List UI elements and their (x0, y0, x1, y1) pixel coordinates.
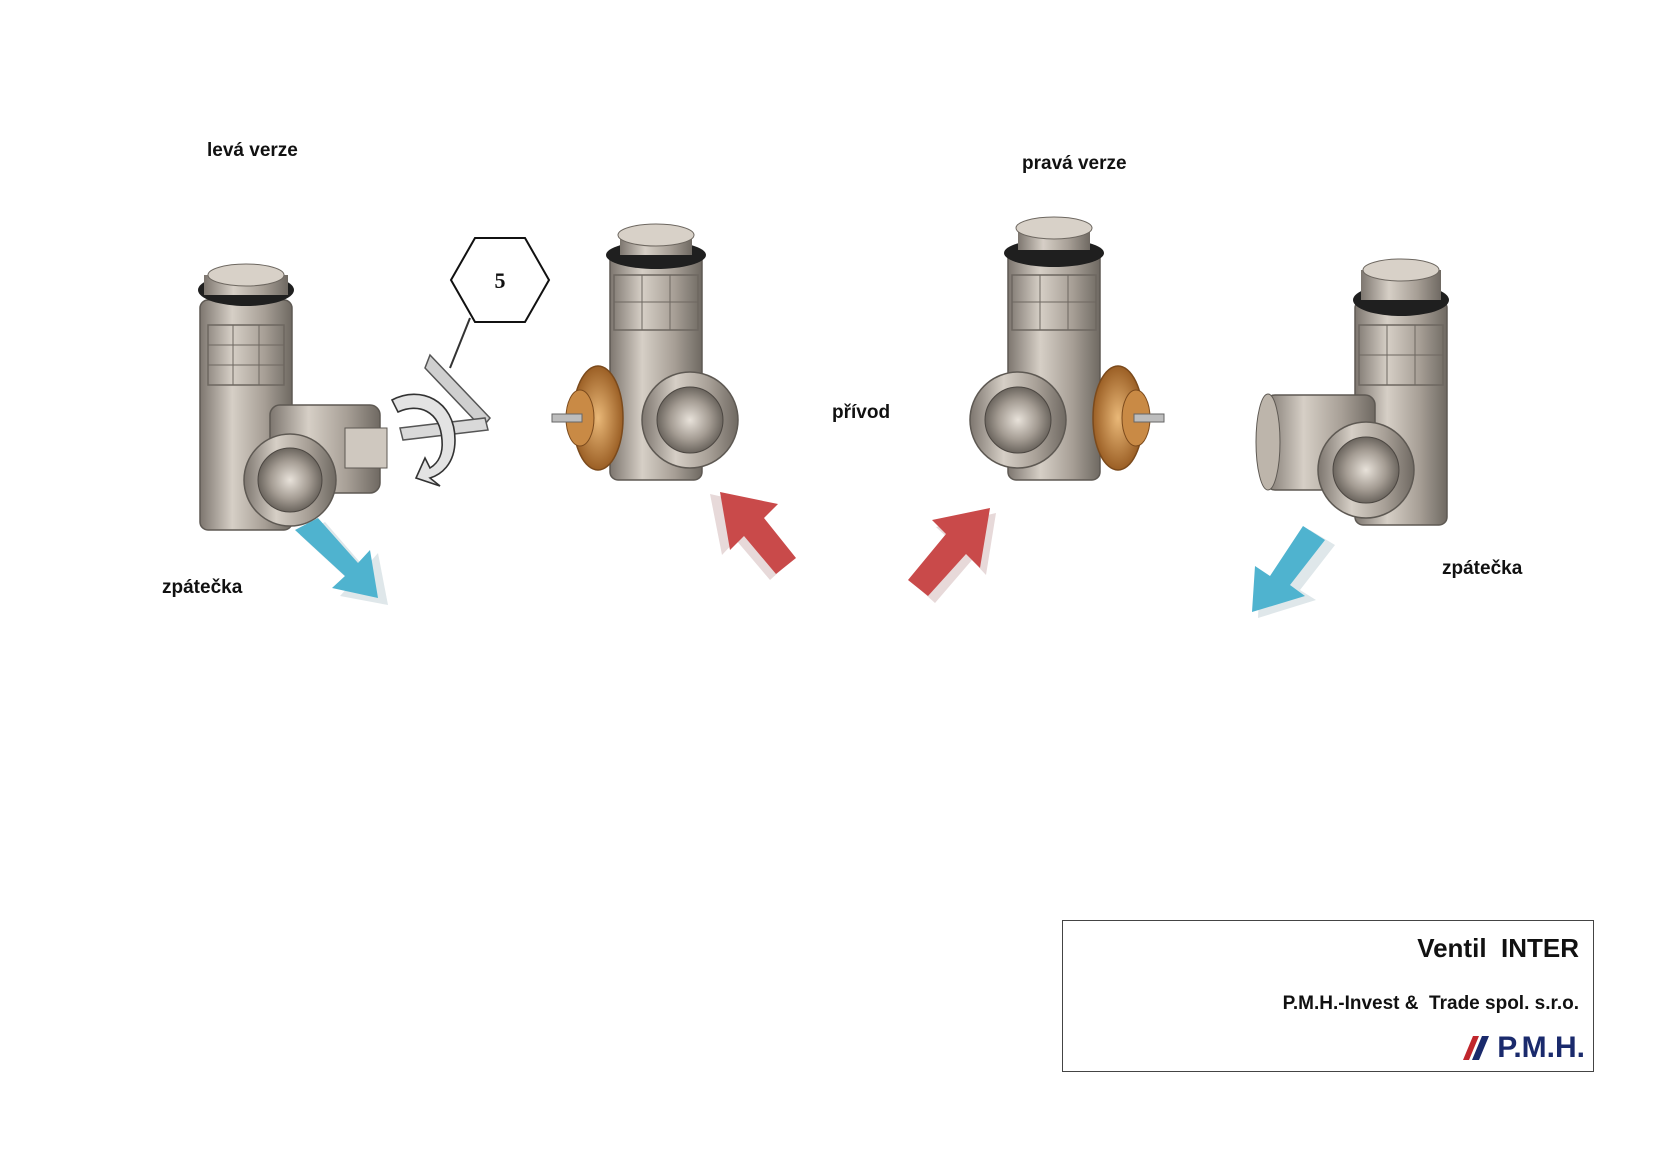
valve-right-return (1255, 258, 1449, 526)
valve-left-supply (551, 223, 739, 481)
return-label-right: zpátečka (1442, 558, 1523, 579)
company-logo: P.M.H. (1459, 1031, 1585, 1065)
supply-arrow-left (710, 492, 796, 580)
supply-label: přívod (832, 402, 891, 423)
title-block: Ventil INTER P.M.H.-Invest & Trade spol.… (1062, 920, 1594, 1072)
supply-arrow-right (908, 508, 996, 603)
hex-size-label: 5 (495, 268, 506, 293)
company-name: P.M.H.-Invest & Trade spol. s.r.o. (1282, 993, 1579, 1014)
valve-left-return (198, 263, 388, 531)
logo-text: P.M.H. (1497, 1031, 1585, 1064)
return-arrow-right (1252, 526, 1335, 618)
left-version-label: levá verze (207, 140, 298, 161)
drawing-title: Ventil INTER (1417, 933, 1579, 963)
logo-mark-icon (1463, 1036, 1490, 1060)
return-arrow-left (295, 518, 388, 605)
hex-size-badge: 5 (449, 237, 551, 323)
rotation-arrow-icon (390, 393, 456, 487)
return-label-left: zpátečka (162, 577, 243, 598)
valve-right-supply (969, 216, 1165, 481)
right-version-label: pravá verze (1022, 153, 1127, 174)
